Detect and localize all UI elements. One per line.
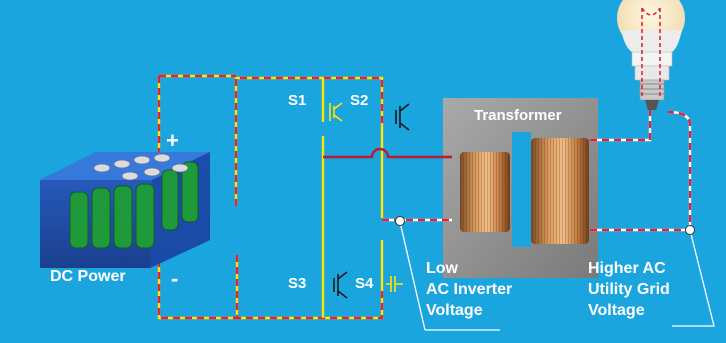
low-voltage-line-2: AC Inverter [426, 281, 513, 298]
node-dot-high [685, 225, 695, 235]
switch-s3-label: S3 [288, 275, 307, 292]
low-voltage-line-1: Low [426, 260, 458, 277]
high-voltage-line-3: Voltage [588, 302, 645, 319]
ac-secondary-wiring [590, 105, 692, 232]
high-voltage-line-1: Higher AC [588, 260, 666, 277]
dc-wiring [157, 74, 384, 320]
transistor-s2-icon [395, 103, 410, 131]
light-bulb-icon [617, 0, 685, 110]
negative-terminal-label: - [171, 266, 179, 291]
switch-s2-label: S2 [350, 92, 369, 109]
secondary-coil [531, 138, 589, 244]
primary-coil [460, 152, 510, 232]
ac-primary-wiring [323, 147, 452, 222]
low-voltage-label: Low AC Inverter Voltage [426, 258, 512, 321]
transformer-label: Transformer [474, 107, 562, 124]
high-voltage-label: Higher AC Utility Grid Voltage [588, 258, 670, 321]
label-leaders [399, 221, 715, 331]
switch-s1-label: S1 [288, 92, 307, 109]
dc-power-label: DC Power [50, 268, 126, 285]
high-voltage-line-2: Utility Grid [588, 281, 670, 298]
positive-terminal-label: + [166, 128, 179, 153]
node-dot-low [395, 216, 405, 226]
transistor-s3-icon [333, 271, 348, 299]
transistor-s1-icon [329, 102, 343, 122]
capacitor-s4-icon [386, 276, 403, 292]
battery-bank-icon [40, 152, 210, 268]
switch-s4-label: S4 [355, 275, 374, 292]
low-voltage-line-3: Voltage [426, 302, 483, 319]
